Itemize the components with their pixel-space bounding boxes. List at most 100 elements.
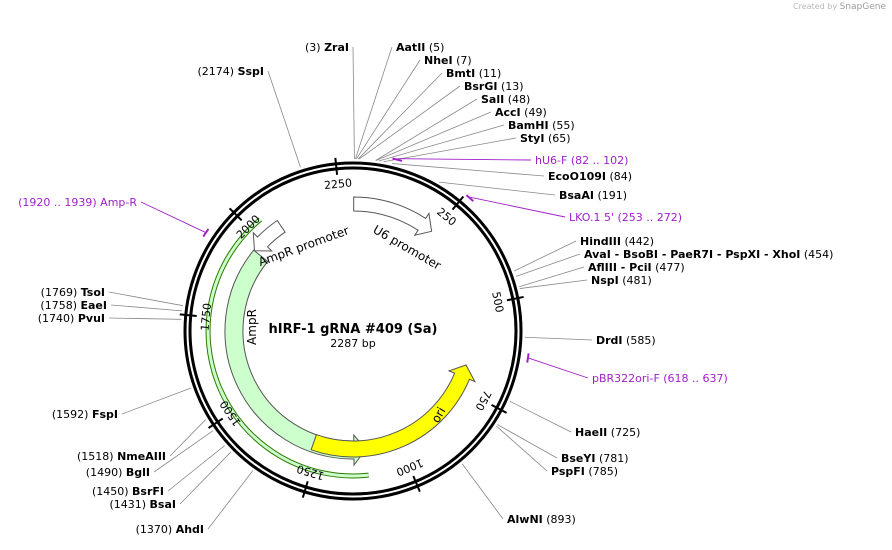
site-label: HaeII (725)	[575, 426, 640, 439]
primer-label: (1920 .. 1939) Amp-R	[18, 196, 137, 209]
site-enzyme-name: BsrGI	[464, 80, 497, 93]
site-leader-line	[110, 304, 183, 312]
site-leader-line	[439, 181, 556, 196]
site-leader-line	[207, 470, 254, 530]
site-enzyme-name: EcoO109I	[548, 170, 606, 183]
site-label: (1490) BglI	[86, 466, 150, 479]
site-leader-line	[383, 137, 517, 163]
label-line-layer	[108, 46, 593, 530]
site-position: (11)	[475, 67, 501, 80]
site-label: (1370) AhdI	[136, 523, 204, 536]
site-label: (1758) EaeI	[40, 299, 107, 312]
site-enzyme-name: AvaI - BsoBI - PaeR7I - PspXI - XhoI	[584, 248, 800, 261]
site-enzyme-name: BmtI	[446, 67, 475, 80]
site-leader-line	[121, 387, 191, 415]
site-position: (1592)	[52, 408, 92, 421]
site-label: (1431) BsaI	[109, 498, 176, 511]
site-enzyme-name: SspI	[238, 65, 264, 78]
tick-label: 1750	[198, 302, 214, 331]
site-label: AflIII - PciI (477)	[588, 261, 685, 274]
site-label: (3) ZraI	[305, 41, 349, 54]
site-leader-line	[153, 430, 214, 473]
primer-bar	[465, 194, 474, 202]
site-enzyme-name: BsrFI	[132, 485, 164, 498]
site-label: (2174) SspI	[197, 65, 264, 78]
ampr-cds-band-fill	[206, 218, 369, 478]
site-position: (55)	[549, 119, 575, 132]
site-position: (454)	[800, 248, 833, 261]
site-enzyme-name: AflIII - PciI	[588, 261, 652, 274]
site-leader-line	[515, 253, 581, 277]
plasmid-backbone	[183, 161, 523, 501]
site-label: HindIII (442)	[580, 235, 654, 248]
site-position: (781)	[595, 452, 628, 465]
ampr-label: AmpR	[245, 309, 259, 345]
site-position: (1431)	[109, 498, 149, 511]
site-position: (725)	[607, 426, 640, 439]
u6-promoter-arrow	[353, 196, 433, 236]
site-enzyme-name: BsaI	[150, 498, 176, 511]
site-label: AatII (5)	[396, 41, 444, 54]
tick-label: 250	[434, 205, 458, 228]
site-position: (7)	[453, 54, 472, 67]
site-label: BsrGI (13)	[464, 80, 524, 93]
site-position: (1450)	[92, 485, 132, 498]
site-position: (442)	[621, 235, 654, 248]
site-leader-line	[461, 463, 504, 520]
site-label: PspFI (785)	[551, 465, 618, 478]
site-leader-line	[108, 317, 182, 320]
tick-mark	[506, 295, 524, 302]
site-position: (49)	[521, 106, 547, 119]
tick-label: 1500	[217, 398, 243, 428]
site-leader-line	[354, 46, 393, 160]
primer-bar	[526, 353, 530, 363]
site-enzyme-name: TsoI	[81, 286, 105, 299]
site-leader-line	[358, 85, 461, 160]
tick-label: 500	[489, 291, 506, 314]
ori-arrow	[310, 364, 477, 458]
site-enzyme-name: PspFI	[551, 465, 585, 478]
site-position: (1370)	[136, 523, 176, 536]
site-position: (481)	[619, 274, 652, 287]
primer-bar	[392, 157, 403, 162]
tick-mark	[451, 195, 465, 211]
site-position: (3)	[305, 41, 324, 54]
site-leader-line	[267, 70, 301, 168]
site-label: BmtI (11)	[446, 67, 501, 80]
site-leader-line	[352, 46, 355, 160]
site-leader-line	[519, 266, 585, 288]
site-leader-line	[514, 240, 577, 272]
site-position: (1740)	[38, 312, 78, 325]
site-enzyme-name: BglI	[126, 466, 150, 479]
site-label: BsaAI (191)	[559, 189, 627, 202]
site-enzyme-name: FspI	[92, 408, 118, 421]
plasmid-name: hIRF-1 gRNA #409 (Sa)	[269, 322, 438, 337]
site-label: (1450) BsrFI	[92, 485, 164, 498]
plasmid-length: 2287 bp	[330, 337, 375, 350]
site-enzyme-name: AccI	[495, 106, 521, 119]
primer-label: hU6-F (82 .. 102)	[535, 154, 628, 167]
primer-leader-line	[470, 196, 566, 218]
u6-promoter-label: U6 promoter	[371, 222, 444, 272]
site-enzyme-name: PvuI	[78, 312, 105, 325]
site-leader-line	[496, 425, 548, 472]
site-leader-line	[524, 336, 593, 341]
site-leader-line	[167, 445, 225, 492]
site-position: (1769)	[41, 286, 81, 299]
site-leader-line	[108, 291, 183, 307]
primer-label: LKO.1 5' (253 .. 272)	[569, 211, 682, 224]
site-enzyme-name: NheI	[424, 54, 453, 67]
site-position: (65)	[544, 132, 570, 145]
site-enzyme-name: ZraI	[324, 41, 349, 54]
tick-label: 750	[472, 388, 493, 413]
site-position: (5)	[425, 41, 444, 54]
primer-bar	[202, 228, 210, 238]
site-enzyme-name: AatII	[396, 41, 425, 54]
site-label: BseYI (781)	[561, 452, 629, 465]
site-label: DrdI (585)	[596, 334, 656, 347]
site-position: (1758)	[40, 299, 80, 312]
site-label: (1592) FspI	[52, 408, 118, 421]
ori-label: ori	[429, 405, 449, 426]
snapgene-watermark: Created by SnapGene	[793, 2, 886, 12]
